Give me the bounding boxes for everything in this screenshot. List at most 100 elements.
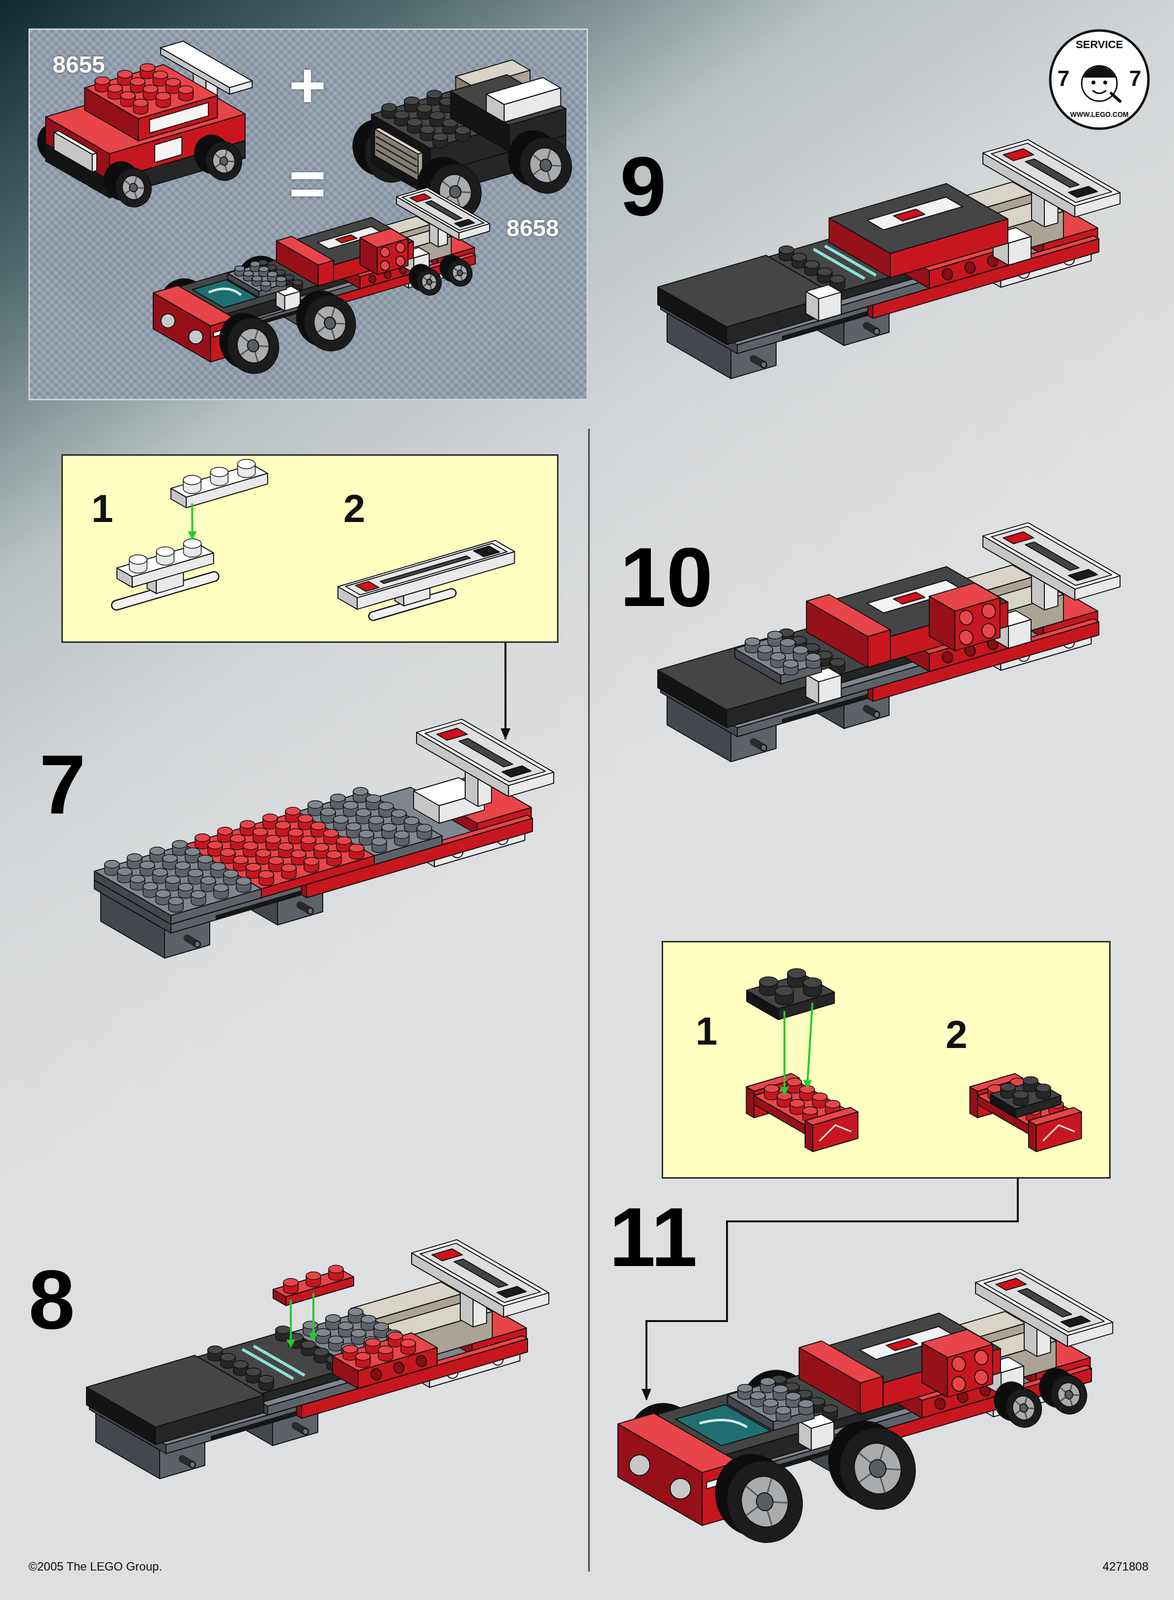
callout-leader	[504, 642, 507, 740]
tire	[414, 266, 445, 299]
axle-pin-end	[873, 328, 881, 336]
stud	[210, 467, 228, 477]
stud	[773, 1385, 788, 1394]
rim	[848, 1437, 907, 1500]
plus-sign: +	[288, 53, 327, 117]
wing-decal	[1025, 159, 1079, 188]
model-step	[94, 719, 554, 959]
stud	[127, 853, 142, 862]
stud	[346, 822, 362, 831]
technic-hole	[392, 1361, 406, 1375]
brick-face	[799, 1341, 884, 1384]
rim	[525, 144, 566, 187]
parts	[32, 41, 578, 380]
substep-number: 1	[91, 489, 114, 529]
cab-decal	[893, 592, 925, 605]
stud	[265, 835, 281, 844]
stud	[155, 890, 171, 898]
window-decal	[149, 102, 209, 134]
decal-stripe	[253, 1346, 305, 1376]
hub	[425, 278, 433, 286]
brick-face	[86, 1355, 264, 1428]
stud	[149, 847, 165, 856]
callout-box: 12	[661, 941, 1111, 1179]
brick-face	[94, 871, 171, 925]
stud	[802, 1107, 818, 1116]
hub	[448, 184, 463, 199]
stud	[255, 849, 271, 858]
stud	[326, 850, 342, 859]
brick-face	[746, 1087, 755, 1119]
wing-decal	[380, 556, 471, 584]
stud	[278, 842, 294, 851]
stud	[745, 638, 760, 646]
callout-illustration	[663, 942, 1113, 1181]
stud	[313, 843, 329, 852]
stud	[130, 875, 145, 884]
brick-face	[746, 974, 835, 1009]
stud	[359, 830, 374, 839]
stud	[165, 78, 181, 87]
wing-decal	[1003, 148, 1034, 161]
technic-hole	[963, 260, 977, 275]
stud	[830, 658, 845, 667]
stud	[246, 1368, 261, 1377]
parts	[746, 968, 1082, 1152]
stud	[233, 1361, 249, 1370]
stud	[230, 834, 246, 843]
placement-arrow	[191, 503, 194, 532]
rim	[1009, 1393, 1038, 1424]
stud	[291, 850, 307, 859]
stud	[307, 800, 323, 809]
stud	[275, 1326, 291, 1335]
brick-face	[170, 464, 268, 498]
logo-disc	[1050, 30, 1149, 129]
rim	[419, 272, 439, 292]
stud	[285, 807, 301, 816]
stud	[775, 986, 794, 997]
stud	[258, 870, 274, 879]
stud	[355, 1352, 371, 1361]
technic-hole	[369, 1368, 383, 1382]
tire	[111, 164, 156, 212]
stud	[301, 1341, 316, 1349]
wing-decal	[995, 1278, 1027, 1291]
cab-decal	[335, 234, 358, 243]
stud	[246, 863, 261, 872]
brick-face	[306, 818, 533, 898]
stud	[343, 801, 359, 810]
wing-decal	[410, 194, 431, 203]
logo-text: WWW.LEGO.COM	[1070, 111, 1129, 118]
windshield-mark	[699, 1420, 748, 1428]
stud	[351, 1329, 366, 1338]
callout-leader	[646, 1178, 1018, 1400]
windshield-mark	[208, 288, 242, 296]
side-stud	[379, 246, 391, 259]
technic-hole	[933, 1397, 947, 1412]
stud	[361, 1315, 376, 1324]
model-step	[657, 139, 1120, 379]
stud	[323, 829, 339, 838]
stud	[328, 1265, 344, 1274]
logo-phone	[1111, 93, 1120, 102]
stud	[429, 111, 445, 120]
part-number: 4271808	[1102, 1561, 1149, 1573]
stud	[252, 828, 268, 837]
substep-number: 1	[695, 1011, 718, 1052]
stud	[152, 868, 168, 877]
side-stud	[394, 241, 406, 254]
logo-cap	[1081, 66, 1118, 78]
set-model	[346, 59, 579, 226]
rim	[119, 172, 147, 203]
logo-text: SERVICE	[1075, 39, 1123, 51]
rim	[309, 302, 350, 344]
rim	[209, 146, 238, 176]
stud	[791, 253, 807, 262]
stud	[371, 837, 387, 846]
stud	[133, 99, 148, 108]
grille-bar	[375, 142, 417, 167]
side-stud	[957, 608, 975, 627]
stud	[315, 1328, 331, 1337]
wing-decal	[1025, 542, 1079, 571]
